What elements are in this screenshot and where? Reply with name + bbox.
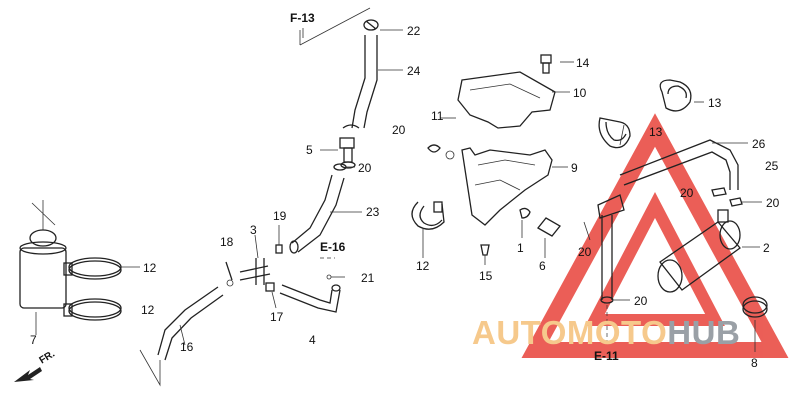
clip-part-20-right xyxy=(711,187,762,207)
watermark-word-2: HUB xyxy=(667,314,741,351)
watermark-logo xyxy=(521,113,789,358)
hose-part-4 xyxy=(279,284,341,313)
callout-21: 21 xyxy=(361,271,375,285)
hose-part-16 xyxy=(139,286,224,387)
clamp-part-13-b xyxy=(598,117,631,149)
watermark-word-1: AUTOMOTO xyxy=(472,314,668,351)
callout-19: 19 xyxy=(273,209,287,223)
callout-6: 6 xyxy=(539,259,546,273)
pipe-part-26 xyxy=(619,139,748,190)
watermark-text: AUTOMOTOHUB xyxy=(472,316,740,349)
fuel-filter-part-7 xyxy=(19,200,67,335)
ref-e11: E-11 xyxy=(594,349,619,363)
callout-23: 23 xyxy=(366,205,380,219)
bolt-part-14 xyxy=(540,54,552,74)
callout-24: 24 xyxy=(407,64,421,78)
clip-part-1 xyxy=(519,207,531,238)
leader-13b xyxy=(619,124,625,146)
callout-3: 3 xyxy=(250,223,257,237)
clip-part-19 xyxy=(275,225,283,254)
front-arrow-icon xyxy=(14,367,42,382)
e16-reference xyxy=(320,257,345,280)
callout-25: 25 xyxy=(765,159,779,173)
callout-14: 14 xyxy=(576,56,590,70)
callout-4: 4 xyxy=(309,333,316,347)
grommet-part-15 xyxy=(480,244,490,265)
callout-17: 17 xyxy=(270,310,284,324)
callout-13a: 13 xyxy=(708,96,722,110)
callout-26: 26 xyxy=(752,137,766,151)
callout-20a: 20 xyxy=(392,123,406,137)
clamp-part-22 xyxy=(363,19,403,31)
callout-15: 15 xyxy=(479,269,493,283)
hose-part-23 xyxy=(289,174,362,254)
callout-16: 16 xyxy=(180,340,194,354)
callout-20f: 20 xyxy=(634,294,648,308)
callout-11: 11 xyxy=(431,109,444,123)
callout-20c: 20 xyxy=(680,186,694,200)
callout-20b: 20 xyxy=(358,161,372,175)
ref-f13: F-13 xyxy=(290,11,315,25)
t-joint-part-3 xyxy=(225,234,277,309)
callout-20d: 20 xyxy=(766,196,780,210)
callout-12c: 12 xyxy=(416,259,430,273)
bracket-part-9 xyxy=(427,144,568,226)
callout-12b: 12 xyxy=(141,303,155,317)
clamp-part-12-center xyxy=(411,201,445,258)
callout-12a: 12 xyxy=(143,261,157,275)
callout-22: 22 xyxy=(407,24,421,38)
callout-9: 9 xyxy=(571,161,578,175)
fuel-pump-part-2 xyxy=(657,209,760,293)
clamp-part-8 xyxy=(742,296,768,352)
callout-1: 1 xyxy=(517,241,524,255)
callout-10: 10 xyxy=(573,86,587,100)
callout-2: 2 xyxy=(763,241,770,255)
clamp-part-13-a xyxy=(659,79,704,112)
callout-7: 7 xyxy=(30,333,37,347)
hose-part-20-vertical xyxy=(583,194,630,345)
callout-8: 8 xyxy=(751,356,758,370)
cover-part-10 xyxy=(457,71,570,129)
callout-13b: 13 xyxy=(649,125,663,139)
hose-part-24 xyxy=(351,35,403,129)
valve-part-5 xyxy=(320,124,360,171)
clamp-part-12-upper xyxy=(63,257,140,280)
callout-5: 5 xyxy=(306,143,313,157)
clamp-part-12-lower xyxy=(63,298,122,321)
callout-18: 18 xyxy=(220,235,234,249)
f13-reference xyxy=(299,7,371,46)
ref-e16: E-16 xyxy=(320,240,346,254)
fitting-part-6 xyxy=(537,217,561,258)
callout-20e: 20 xyxy=(578,245,592,259)
